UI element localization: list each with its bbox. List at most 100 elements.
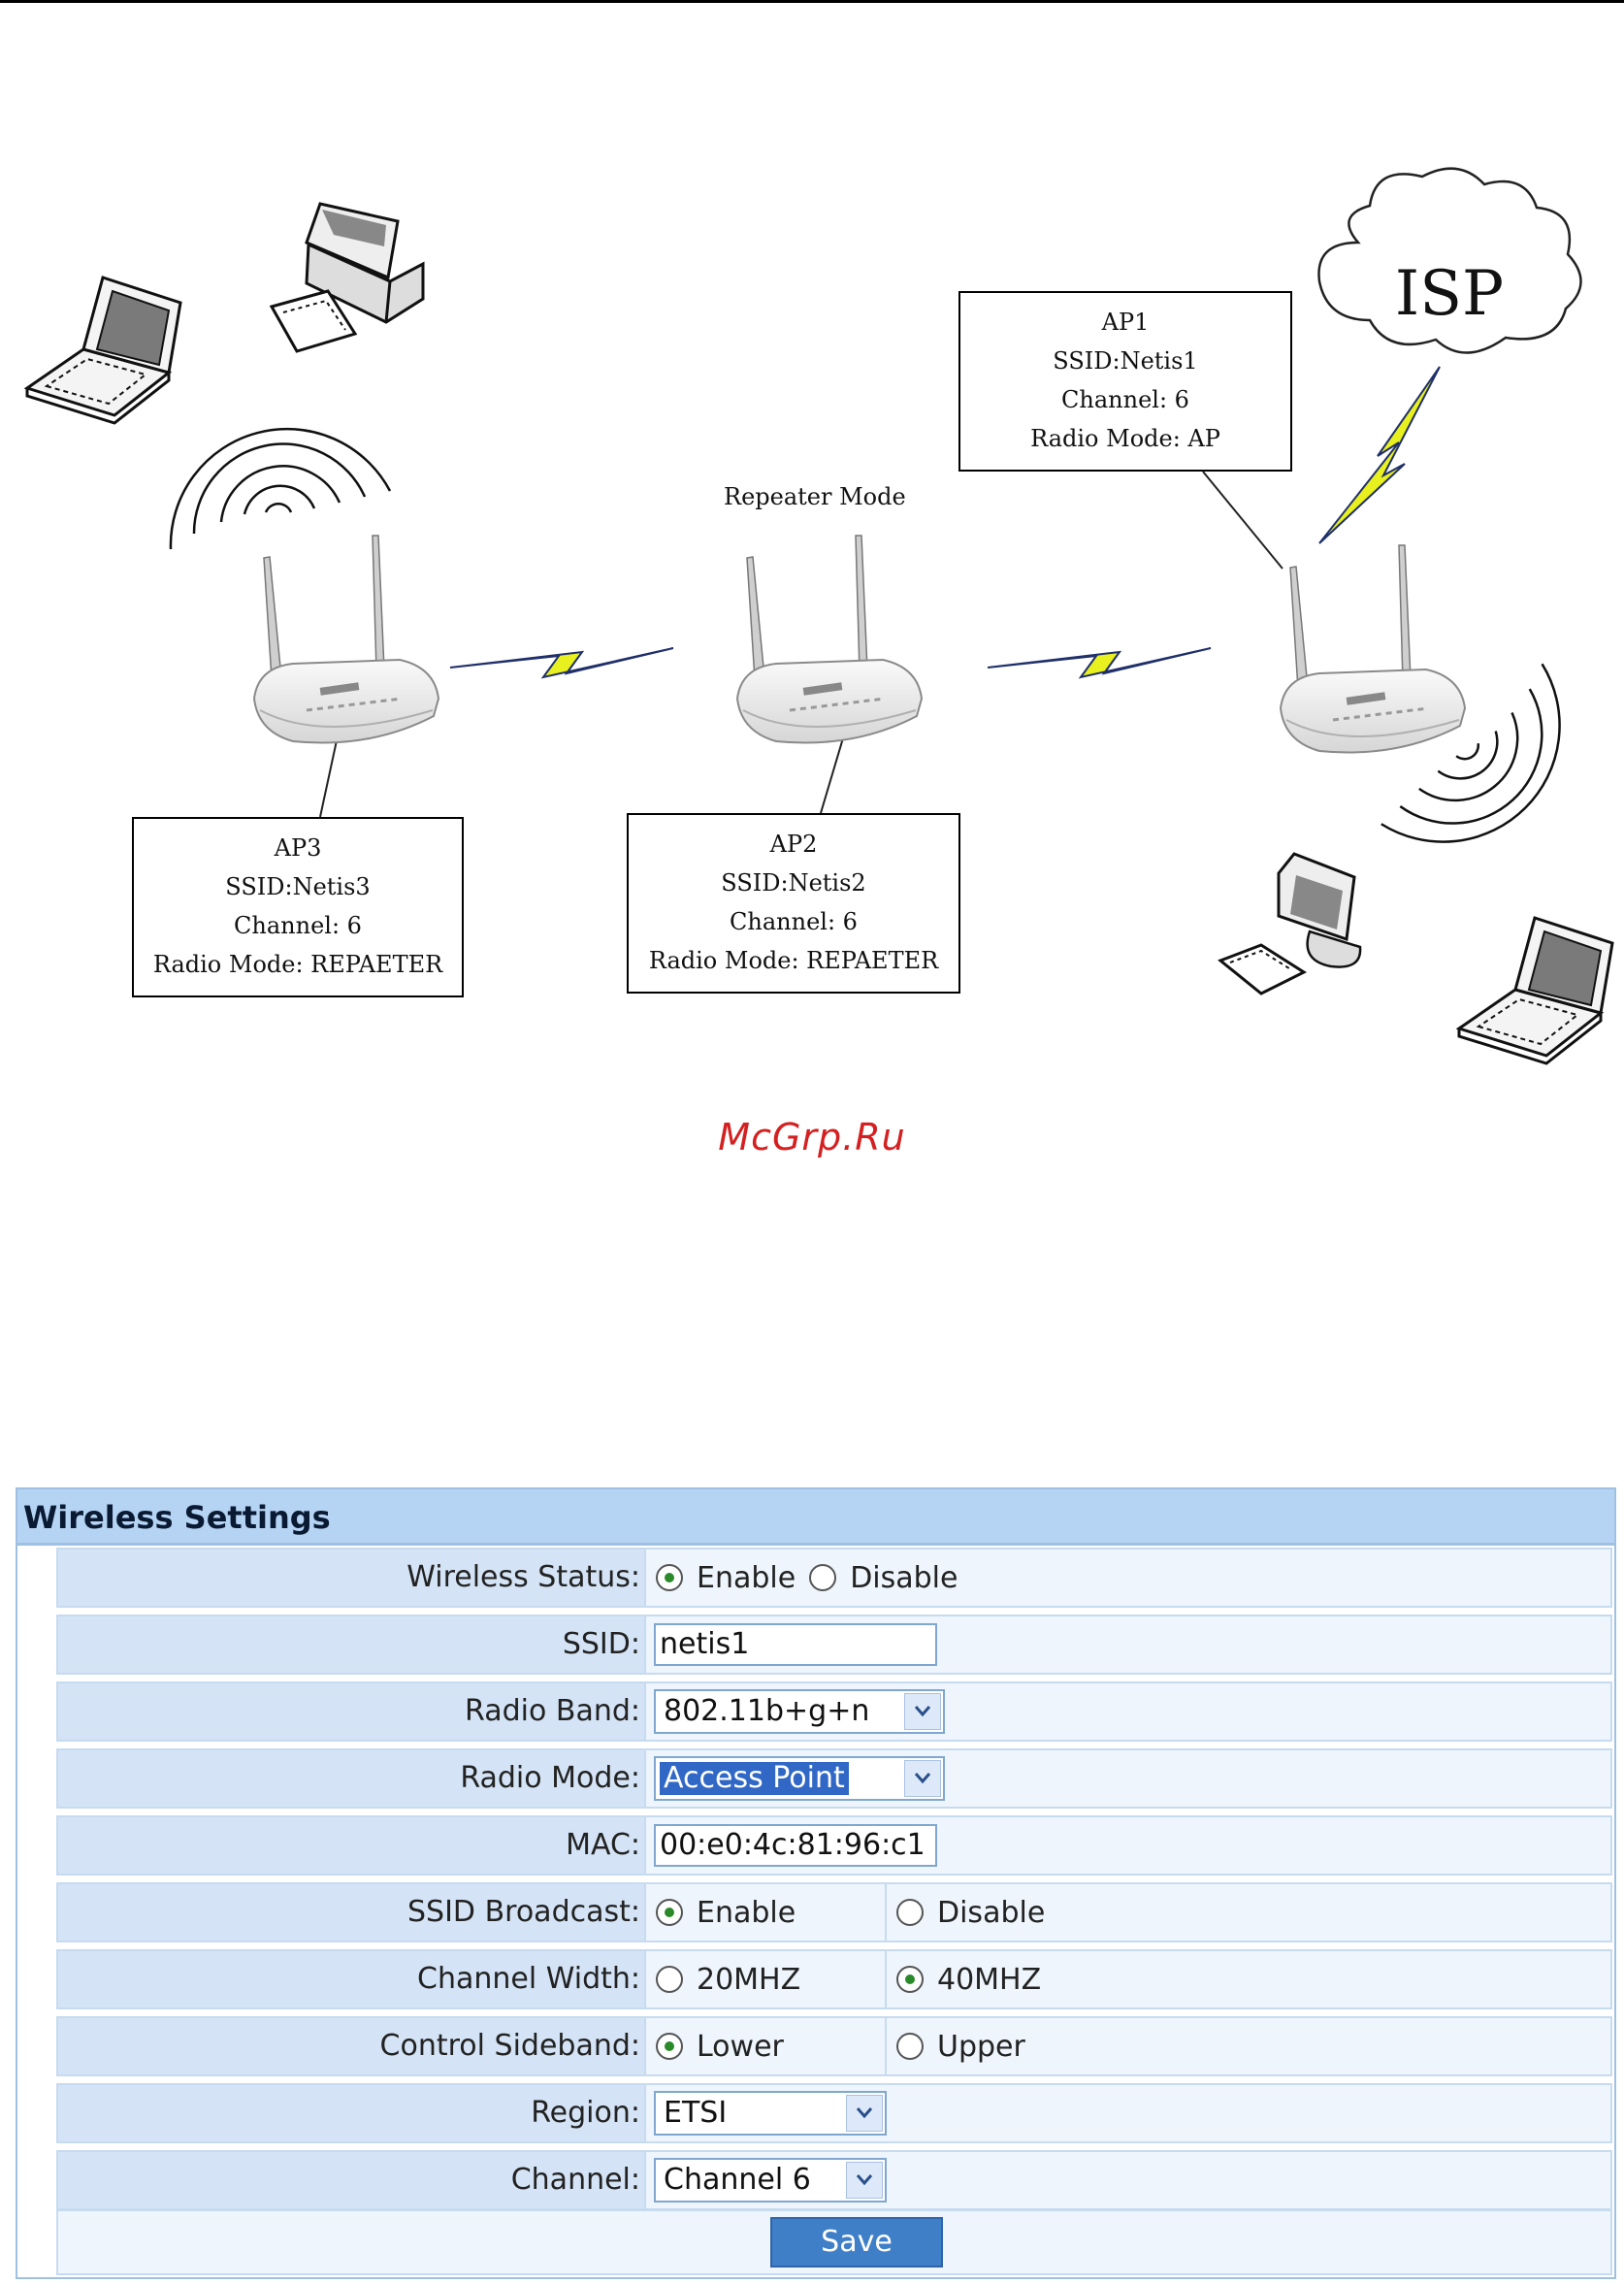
- ssid-broadcast-value-cell: Enable Disable: [646, 1882, 1612, 1942]
- lightning-icon: [449, 647, 674, 678]
- channel-width-value-cell: 20MHZ 40MHZ: [646, 1949, 1612, 2009]
- ssid-broadcast-opt-b: Disable: [887, 1884, 1045, 1941]
- ap1-channel: Channel: 6: [1061, 386, 1189, 413]
- save-button[interactable]: Save: [770, 2217, 943, 2268]
- wireless-status-label: Wireless Status:: [56, 1548, 646, 1608]
- channel-value-cell: Channel 6: [646, 2150, 1612, 2210]
- channel-width-40mhz-text: 40MHZ: [937, 1962, 1042, 1997]
- isp-cloud-icon: [1317, 167, 1582, 354]
- wireless-settings-panel: Wireless Settings Wireless Status: Enabl…: [16, 1487, 1616, 2279]
- desktop-computer-icon: [1218, 852, 1362, 995]
- router-ap2-icon: [735, 534, 924, 745]
- ap3-ssid: SSID:Netis3: [225, 873, 371, 900]
- ap2-name: AP2: [769, 831, 818, 858]
- ap3-name: AP3: [274, 834, 322, 862]
- control-sideband-label: Control Sideband:: [56, 2016, 646, 2076]
- row-ssid-broadcast: SSID Broadcast: Enable Disable: [56, 1882, 1612, 1942]
- ap3-info-box: AP3 SSID:Netis3 Channel: 6 Radio Mode: R…: [132, 817, 464, 997]
- ap1-ssid: SSID:Netis1: [1053, 347, 1198, 375]
- ssid-broadcast-enable-text: Enable: [697, 1895, 796, 1930]
- laptop-icon: [25, 276, 182, 425]
- network-diagram: ISP: [25, 167, 1614, 1065]
- chevron-down-icon: [846, 2162, 883, 2199]
- router-ap3-icon: [252, 534, 440, 745]
- channel-width-20mhz-text: 20MHZ: [697, 1962, 801, 1997]
- row-region: Region: ETSI: [56, 2083, 1612, 2143]
- row-radio-mode: Radio Mode: Access Point: [56, 1748, 1612, 1809]
- control-sideband-value-cell: Lower Upper: [646, 2016, 1612, 2076]
- radio-mode-value-cell: Access Point: [646, 1748, 1612, 1809]
- isp-label: ISP: [1395, 258, 1504, 330]
- control-sideband-opt-a: Lower: [646, 2018, 887, 2074]
- channel-width-opt-a: 20MHZ: [646, 1951, 887, 2007]
- wireless-status-disable-radio[interactable]: [809, 1564, 837, 1591]
- control-sideband-upper-radio[interactable]: [896, 2033, 924, 2060]
- row-radio-band: Radio Band: 802.11b+g+n: [56, 1681, 1612, 1742]
- channel-width-40mhz-radio[interactable]: [896, 1966, 924, 1993]
- row-control-sideband: Control Sideband: Lower Upper: [56, 2016, 1612, 2076]
- ssid-value-cell: netis1: [646, 1615, 1612, 1675]
- control-sideband-upper-text: Upper: [937, 2029, 1025, 2064]
- ap1-radio-mode: Radio Mode: AP: [1030, 425, 1220, 452]
- wireless-status-enable-radio[interactable]: [656, 1564, 683, 1591]
- mac-input[interactable]: 00:e0:4c:81:96:c1: [654, 1824, 937, 1867]
- watermark: McGrp.Ru: [718, 1116, 906, 1158]
- region-selected: ETSI: [664, 2096, 728, 2130]
- chevron-down-icon: [904, 1760, 941, 1797]
- radio-band-label: Radio Band:: [56, 1681, 646, 1742]
- wireless-status-value: Enable Disable: [646, 1548, 1612, 1608]
- ap2-radio-mode: Radio Mode: REPAETER: [648, 947, 939, 974]
- ssid-label: SSID:: [56, 1615, 646, 1675]
- row-save: Save: [56, 2209, 1612, 2275]
- desktop-computer-icon: [269, 202, 425, 353]
- radio-mode-select[interactable]: Access Point: [654, 1756, 945, 1801]
- ssid-broadcast-label: SSID Broadcast:: [56, 1882, 646, 1942]
- wireless-status-disable-text: Disable: [850, 1560, 958, 1595]
- ap1-name: AP1: [1101, 309, 1150, 336]
- laptop-icon: [1457, 916, 1614, 1065]
- panel-title: Wireless Settings: [17, 1489, 1614, 1546]
- region-select[interactable]: ETSI: [654, 2091, 887, 2136]
- control-sideband-lower-text: Lower: [697, 2029, 784, 2064]
- row-mac: MAC: 00:e0:4c:81:96:c1: [56, 1815, 1612, 1876]
- mac-value-cell: 00:e0:4c:81:96:c1: [646, 1815, 1612, 1876]
- row-channel: Channel: Channel 6: [56, 2150, 1612, 2210]
- channel-label: Channel:: [56, 2150, 646, 2210]
- chevron-down-icon: [904, 1693, 941, 1730]
- page-top-rule: [0, 0, 1624, 3]
- mac-label: MAC:: [56, 1815, 646, 1876]
- row-wireless-status: Wireless Status: Enable Disable: [56, 1548, 1612, 1608]
- channel-width-opt-b: 40MHZ: [887, 1951, 1041, 2007]
- wifi-signal-icon: [169, 427, 392, 551]
- radio-band-select[interactable]: 802.11b+g+n: [654, 1689, 945, 1734]
- lightning-icon: [987, 647, 1212, 678]
- control-sideband-opt-b: Upper: [887, 2018, 1025, 2074]
- radio-band-selected: 802.11b+g+n: [664, 1694, 870, 1728]
- ap1-connector: [1202, 471, 1283, 570]
- ssid-broadcast-opt-a: Enable: [646, 1884, 887, 1941]
- radio-mode-selected: Access Point: [660, 1762, 849, 1795]
- repeater-mode-label: Repeater Mode: [724, 483, 906, 510]
- control-sideband-lower-radio[interactable]: [656, 2033, 683, 2060]
- wireless-status-enable-text: Enable: [697, 1560, 796, 1595]
- channel-width-label: Channel Width:: [56, 1949, 646, 2009]
- region-value-cell: ETSI: [646, 2083, 1612, 2143]
- channel-selected: Channel 6: [664, 2163, 811, 2197]
- row-ssid: SSID: netis1: [56, 1615, 1612, 1675]
- ssid-broadcast-enable-radio[interactable]: [656, 1899, 683, 1926]
- ap3-channel: Channel: 6: [234, 912, 362, 939]
- channel-select[interactable]: Channel 6: [654, 2158, 887, 2202]
- ssid-input[interactable]: netis1: [654, 1623, 937, 1666]
- radio-band-value-cell: 802.11b+g+n: [646, 1681, 1612, 1742]
- ap1-info-box: AP1 SSID:Netis1 Channel: 6 Radio Mode: A…: [958, 291, 1292, 472]
- region-label: Region:: [56, 2083, 646, 2143]
- ap2-info-box: AP2 SSID:Netis2 Channel: 6 Radio Mode: R…: [627, 813, 960, 994]
- lightning-icon: [1318, 366, 1441, 544]
- ap2-ssid: SSID:Netis2: [721, 869, 866, 897]
- ap2-channel: Channel: 6: [730, 908, 858, 935]
- router-ap1-icon: [1279, 543, 1467, 755]
- channel-width-20mhz-radio[interactable]: [656, 1966, 683, 1993]
- ssid-broadcast-disable-radio[interactable]: [896, 1899, 924, 1926]
- chevron-down-icon: [846, 2095, 883, 2132]
- row-channel-width: Channel Width: 20MHZ 40MHZ: [56, 1949, 1612, 2009]
